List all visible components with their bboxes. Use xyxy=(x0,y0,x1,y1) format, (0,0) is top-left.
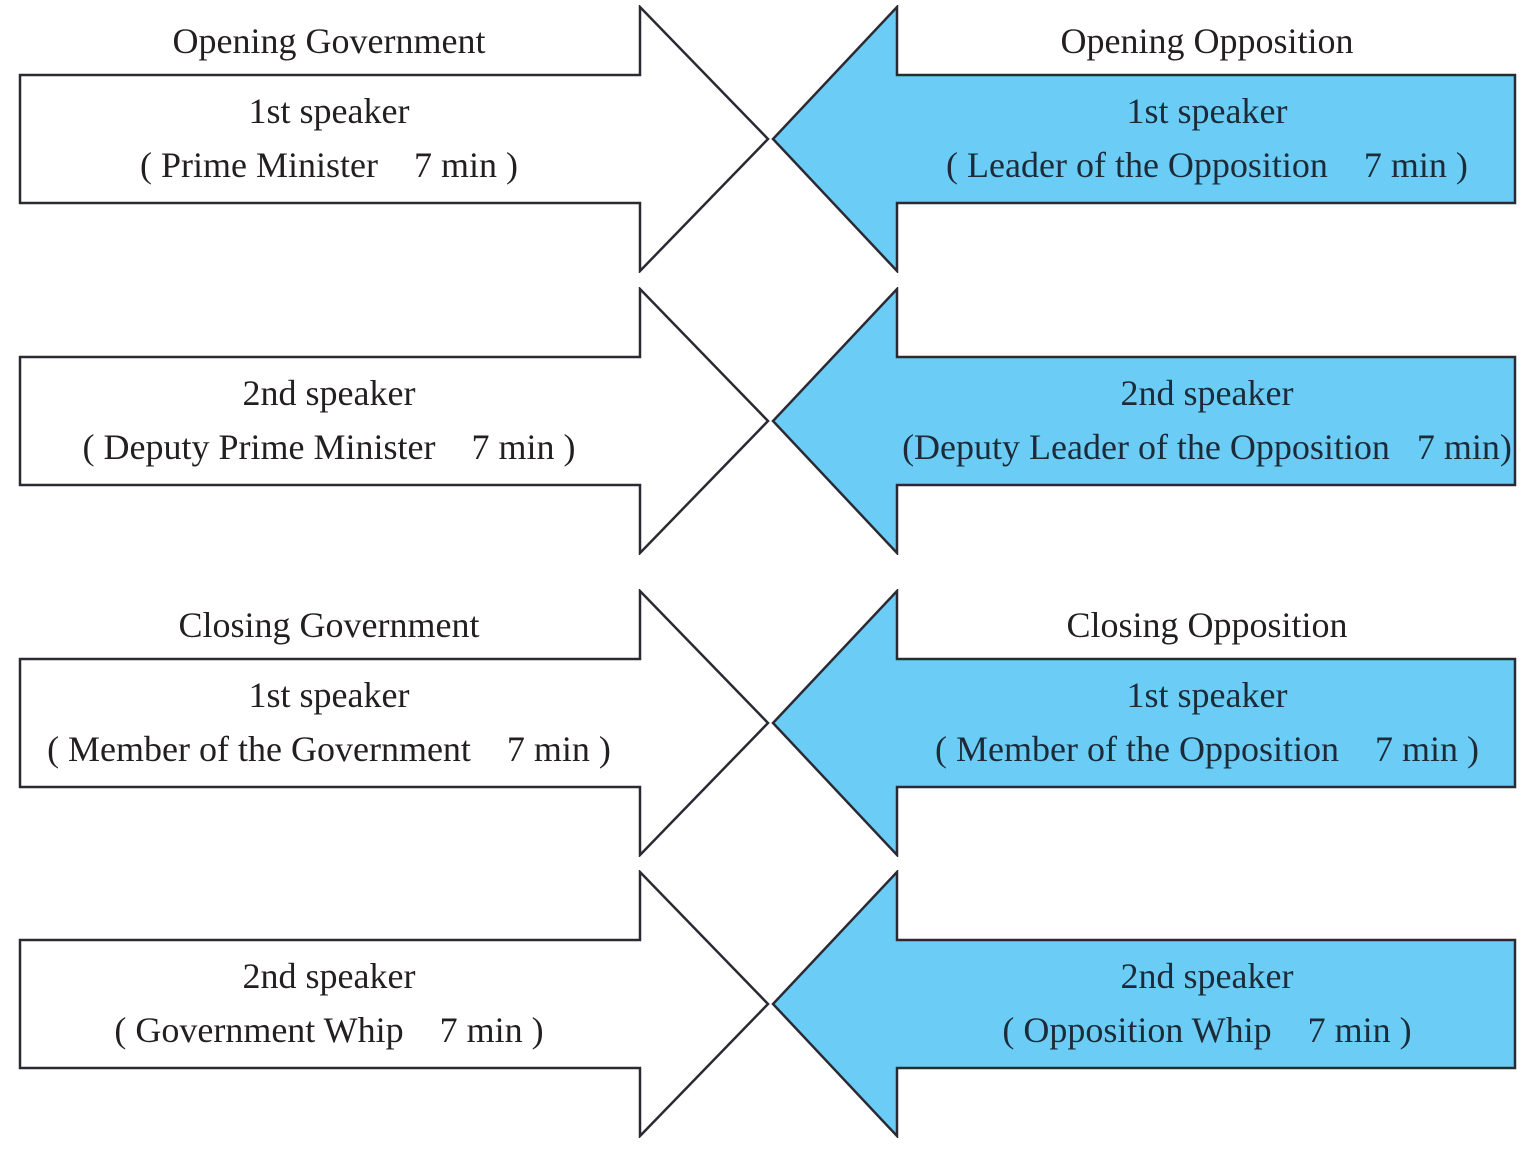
role-line: (Deputy Leader of the Opposition 7 min) xyxy=(902,427,1512,467)
debate-row-opening-2: 2nd speaker ( Deputy Prime Minister 7 mi… xyxy=(0,287,1536,555)
government-arrow: 2nd speaker ( Deputy Prime Minister 7 mi… xyxy=(18,287,770,555)
role-line: ( Member of the Opposition 7 min ) xyxy=(935,729,1479,769)
right-arrow-shape xyxy=(18,589,770,857)
opposition-arrow: Opening Opposition 1st speaker ( Leader … xyxy=(771,5,1517,273)
role-line: ( Prime Minister 7 min ) xyxy=(140,145,518,185)
speaker-block: 2nd speaker ( Deputy Prime Minister 7 mi… xyxy=(18,357,640,483)
speaker-line: 1st speaker xyxy=(1126,674,1288,715)
right-arrow-shape xyxy=(18,287,770,555)
role-line: ( Opposition Whip 7 min ) xyxy=(1002,1010,1412,1050)
right-arrow-icon xyxy=(18,870,770,1138)
bench-title: Closing Opposition xyxy=(1066,605,1348,645)
left-arrow-shape xyxy=(771,287,1517,555)
bench-title: Closing Government xyxy=(178,605,480,645)
opposition-arrow: 2nd speaker ( Opposition Whip 7 min ) xyxy=(771,870,1517,1138)
speaker-line: 1st speaker xyxy=(248,674,410,715)
right-arrow-icon xyxy=(18,287,770,555)
left-arrow-icon xyxy=(771,870,1517,1138)
government-arrow: 2nd speaker ( Government Whip 7 min ) xyxy=(18,870,770,1138)
debate-row-closing-1: Closing Government 1st speaker ( Member … xyxy=(0,589,1536,857)
speaker-line: 2nd speaker xyxy=(1120,372,1294,413)
role-line: ( Member of the Government 7 min ) xyxy=(47,729,611,769)
speaker-block: 2nd speaker ( Government Whip 7 min ) xyxy=(18,940,640,1066)
right-arrow-shape xyxy=(18,5,770,273)
speaker-block: 1st speaker ( Leader of the Opposition 7… xyxy=(897,75,1517,201)
speaker-line: 1st speaker xyxy=(1126,90,1288,131)
right-arrow-icon xyxy=(18,589,770,857)
right-arrow-shape xyxy=(18,870,770,1138)
government-arrow: Closing Government 1st speaker ( Member … xyxy=(18,589,770,857)
speaker-block: 2nd speaker (Deputy Leader of the Opposi… xyxy=(897,357,1517,483)
left-arrow-icon xyxy=(771,287,1517,555)
bench-title: Opening Government xyxy=(172,21,486,61)
speaker-line: 2nd speaker xyxy=(1120,955,1294,996)
left-arrow-shape xyxy=(771,5,1517,273)
right-arrow-icon xyxy=(18,5,770,273)
left-arrow-icon xyxy=(771,5,1517,273)
speaker-line: 2nd speaker xyxy=(242,372,416,413)
left-arrow-shape xyxy=(771,870,1517,1138)
debate-row-opening-1: Opening Government 1st speaker ( Prime M… xyxy=(0,5,1536,273)
role-line: ( Government Whip 7 min ) xyxy=(114,1010,544,1050)
speaker-block: 2nd speaker ( Opposition Whip 7 min ) xyxy=(897,940,1517,1066)
speaker-line: 2nd speaker xyxy=(242,955,416,996)
left-arrow-shape xyxy=(771,589,1517,857)
government-arrow: Opening Government 1st speaker ( Prime M… xyxy=(18,5,770,273)
debate-row-closing-2: 2nd speaker ( Government Whip 7 min ) 2n… xyxy=(0,870,1536,1138)
bench-title: Opening Opposition xyxy=(1060,21,1354,61)
left-arrow-icon xyxy=(771,589,1517,857)
opposition-arrow: Closing Opposition 1st speaker ( Member … xyxy=(771,589,1517,857)
speaker-line: 1st speaker xyxy=(248,90,410,131)
opposition-arrow: 2nd speaker (Deputy Leader of the Opposi… xyxy=(771,287,1517,555)
speaker-block: 1st speaker ( Prime Minister 7 min ) xyxy=(18,75,640,201)
speaker-block: 1st speaker ( Member of the Government 7… xyxy=(18,659,640,785)
role-line: ( Leader of the Opposition 7 min ) xyxy=(946,145,1468,185)
role-line: ( Deputy Prime Minister 7 min ) xyxy=(82,427,576,467)
speaker-block: 1st speaker ( Member of the Opposition 7… xyxy=(897,659,1517,785)
